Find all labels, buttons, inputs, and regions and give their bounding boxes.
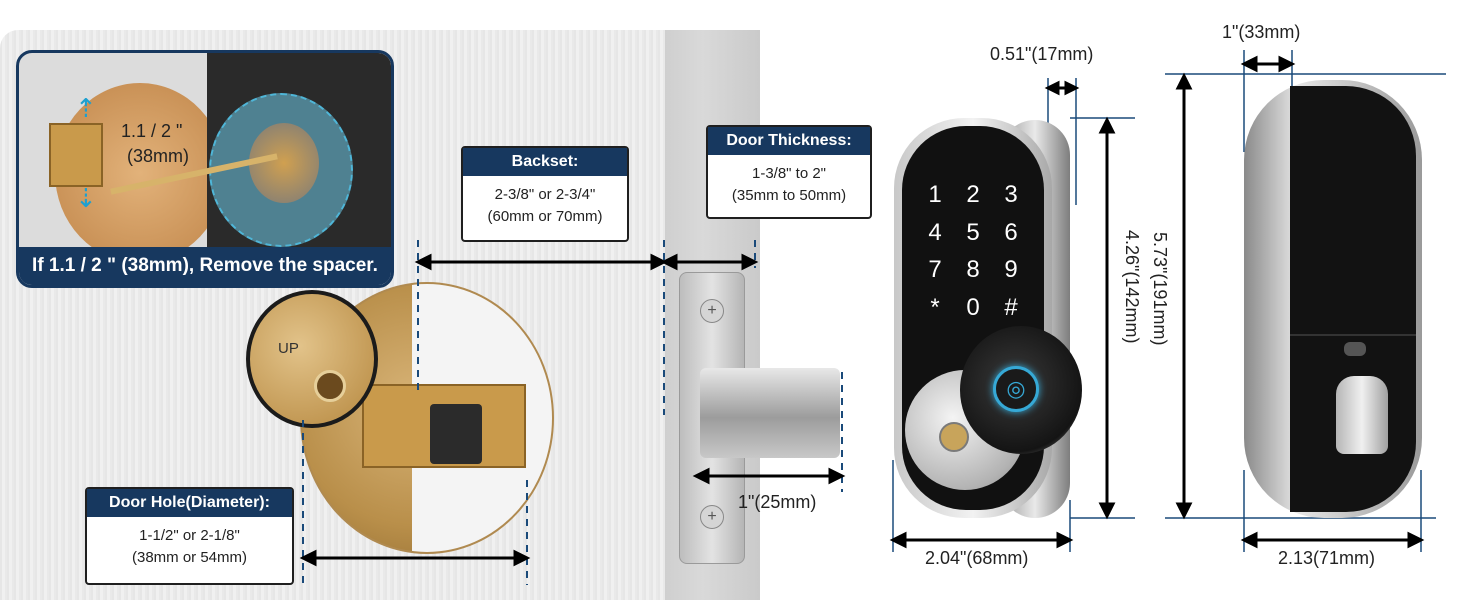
door-thickness-line1: 1-3/8" to 2" (751, 165, 827, 182)
arrow-down-icon: ⇣ (75, 183, 97, 213)
cylinder (249, 123, 319, 203)
latch-plate (49, 123, 103, 187)
screw-icon: + (700, 299, 724, 323)
door-thickness-box: Door Thickness: 1-3/8" to 2" (35mm to 50… (706, 125, 872, 219)
keypad-key[interactable]: 7 (928, 256, 942, 283)
keypad-key[interactable]: 5 (966, 218, 980, 246)
door-hole-line1: 1-1/2" or 2-1/8" (139, 527, 240, 544)
front-height-label: 4.26"(142mm) (1122, 230, 1142, 344)
keypad-key[interactable]: * (930, 293, 940, 321)
latch-hole (314, 370, 346, 402)
fingerprint-icon: ◎ (993, 366, 1039, 412)
keypad-key[interactable]: 3 (1004, 181, 1018, 208)
front-width-label: 2.04"(68mm) (925, 548, 1029, 568)
keyhole-icon (939, 422, 969, 452)
thumb-turn[interactable] (1336, 376, 1388, 454)
keypad-key[interactable]: 6 (1004, 218, 1018, 246)
fingerprint-knob: ◎ (960, 326, 1082, 454)
keypad-key[interactable]: 1 (928, 181, 942, 208)
backset-box: Backset: 2-3/8" or 2-3/4" (60mm or 70mm) (461, 146, 629, 242)
back-depth-label: 1"(33mm) (1222, 22, 1301, 42)
door-hole-title: Door Hole(Diameter): (87, 489, 292, 517)
back-height-label: 5.73"(191mm) (1150, 232, 1170, 346)
back-lock-body (1244, 80, 1422, 518)
arrow-up-icon: ⇡ (75, 93, 97, 123)
front-depth-label: 0.51"(17mm) (990, 44, 1094, 64)
keypad-key[interactable]: 2 (966, 181, 980, 208)
latch-up-closeup: UP (246, 290, 378, 428)
door-hole-box: Door Hole(Diameter): 1-1/2" or 2-1/8" (3… (85, 487, 294, 585)
inset-measure-line1: 1.1 / 2 " (121, 121, 183, 141)
keypad-key[interactable]: 9 (1004, 256, 1018, 283)
button-icon (1344, 342, 1366, 356)
spacer-inset: ⇡ ⇣ 1.1 / 2 " (38mm) If 1.1 / 2 " (38mm)… (16, 50, 394, 288)
remove-spacer-banner: If 1.1 / 2 " (38mm), Remove the spacer. (19, 247, 391, 285)
door-thickness-line2: (35mm to 50mm) (731, 187, 847, 204)
door-hole-line2: (38mm or 54mm) (131, 549, 247, 566)
latch-square-hole (430, 404, 482, 464)
keypad-key[interactable]: 8 (966, 256, 980, 283)
backset-line1: 2-3/8" or 2-3/4" (494, 186, 596, 203)
deadbolt (700, 368, 840, 458)
screw-icon: + (700, 505, 724, 529)
bolt-length-label: 1"(25mm) (738, 492, 817, 512)
backset-line2: (60mm or 70mm) (487, 208, 603, 225)
back-width-label: 2.13(71mm) (1278, 548, 1376, 568)
keypad-key[interactable]: 4 (928, 218, 942, 246)
up-label: UP (278, 340, 299, 357)
keypad-key[interactable]: # (1004, 293, 1018, 321)
battery-seam (1290, 334, 1416, 336)
backset-title: Backset: (463, 148, 627, 176)
keypad-key[interactable]: 0 (966, 293, 980, 321)
inset-measure-line2: (38mm) (127, 146, 189, 166)
door-thickness-title: Door Thickness: (708, 127, 870, 155)
